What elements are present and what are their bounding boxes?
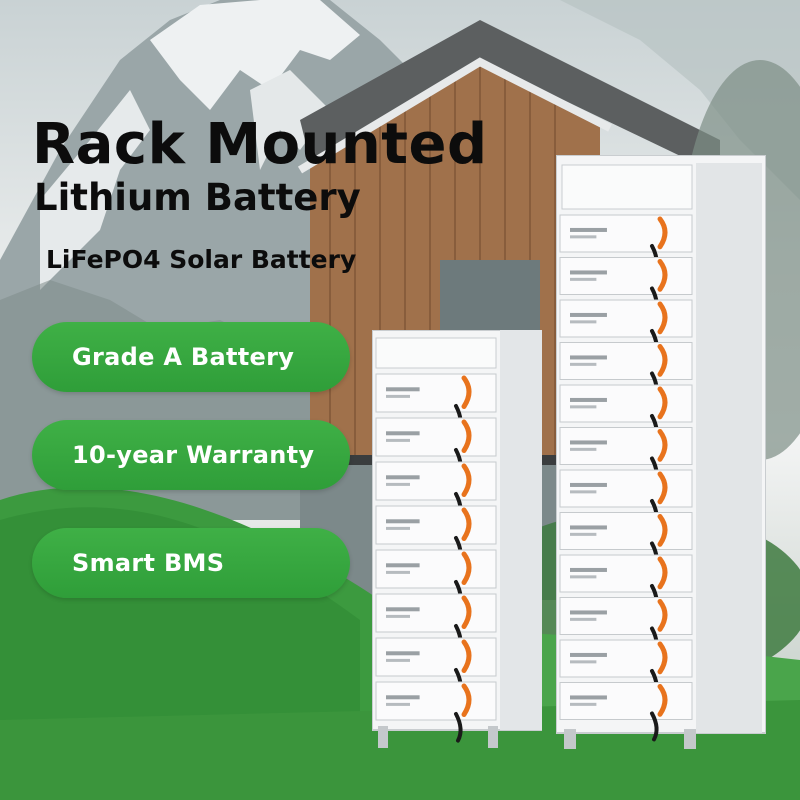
module-label xyxy=(570,320,597,324)
battery-module xyxy=(559,299,693,338)
orange-cable xyxy=(461,419,472,453)
battery-module xyxy=(375,417,497,457)
module-label xyxy=(386,387,420,392)
orange-cable xyxy=(461,463,472,497)
module-label xyxy=(570,482,607,487)
battery-module xyxy=(559,554,693,593)
module-label xyxy=(386,651,420,656)
orange-cable xyxy=(657,216,668,250)
orange-cable xyxy=(657,514,668,547)
module-label xyxy=(386,695,420,700)
battery-module xyxy=(375,549,497,589)
module-label xyxy=(570,695,607,700)
module-label xyxy=(386,519,420,524)
module-label xyxy=(386,475,420,480)
feature-badge-smart-bms: Smart BMS xyxy=(32,528,350,598)
orange-cable xyxy=(657,599,668,632)
orange-cable xyxy=(657,556,668,590)
module-label xyxy=(570,525,607,530)
battery-module xyxy=(375,373,497,413)
module-label xyxy=(570,447,597,451)
module-label xyxy=(570,610,607,615)
orange-cable xyxy=(461,639,472,673)
feature-badge-warranty: 10-year Warranty xyxy=(32,420,350,490)
orange-cable xyxy=(657,684,668,717)
orange-cable xyxy=(657,259,668,292)
module-label xyxy=(570,312,607,317)
module-label xyxy=(570,652,607,657)
module-label xyxy=(570,575,597,579)
module-label xyxy=(570,532,597,536)
module-label xyxy=(386,438,410,442)
orange-cable xyxy=(657,344,668,377)
headline-line-2: Lithium Battery xyxy=(34,176,361,219)
module-label xyxy=(386,394,410,398)
orange-cable xyxy=(461,595,472,629)
module-label xyxy=(386,614,410,618)
module-label xyxy=(570,702,597,706)
battery-module xyxy=(375,637,497,677)
battery-module xyxy=(375,593,497,633)
small-battery-rack xyxy=(372,330,542,748)
module-label xyxy=(386,563,420,568)
battery-module xyxy=(559,342,693,380)
module-label xyxy=(570,490,597,494)
module-label xyxy=(570,277,597,281)
module-label xyxy=(570,355,607,360)
product-subtitle: LiFePO4 Solar Battery xyxy=(46,245,357,274)
feature-badge-label: Smart BMS xyxy=(72,549,225,577)
battery-module xyxy=(559,597,693,635)
feature-badge-label: Grade A Battery xyxy=(72,343,295,371)
module-label xyxy=(570,397,607,402)
orange-cable xyxy=(657,301,668,335)
battery-module xyxy=(375,461,497,501)
battery-module xyxy=(559,214,693,253)
battery-module xyxy=(559,469,693,508)
module-label xyxy=(386,570,410,574)
module-label xyxy=(386,482,410,486)
module-label xyxy=(570,567,607,572)
module-label xyxy=(570,227,607,232)
feature-badge-grade-a: Grade A Battery xyxy=(32,322,350,392)
battery-module xyxy=(559,682,693,720)
battery-module xyxy=(375,505,497,545)
battery-module xyxy=(559,384,693,423)
module-label xyxy=(570,440,607,445)
module-label xyxy=(570,362,597,366)
battery-module xyxy=(375,681,497,721)
orange-cable xyxy=(657,471,668,505)
battery-module xyxy=(559,427,693,465)
battery-module xyxy=(559,512,693,550)
orange-cable xyxy=(657,386,668,420)
battery-module xyxy=(559,257,693,295)
battery-module xyxy=(559,639,693,678)
module-label xyxy=(386,431,420,436)
orange-cable xyxy=(461,507,472,541)
orange-cable xyxy=(657,641,668,675)
tall-battery-rack xyxy=(556,155,766,749)
headline-line-1: Rack Mounted xyxy=(32,112,488,177)
module-label xyxy=(570,405,597,409)
module-label xyxy=(570,235,597,239)
black-cable xyxy=(454,712,463,743)
module-label xyxy=(570,660,597,664)
module-label xyxy=(386,702,410,706)
module-label xyxy=(386,658,410,662)
module-label xyxy=(570,617,597,621)
orange-cable xyxy=(461,551,472,585)
orange-cable xyxy=(461,683,472,717)
orange-cable xyxy=(461,375,472,409)
module-label xyxy=(386,526,410,530)
module-label xyxy=(570,270,607,275)
module-label xyxy=(386,607,420,612)
black-cable xyxy=(650,711,659,742)
orange-cable xyxy=(657,429,668,462)
feature-badge-label: 10-year Warranty xyxy=(72,441,315,469)
